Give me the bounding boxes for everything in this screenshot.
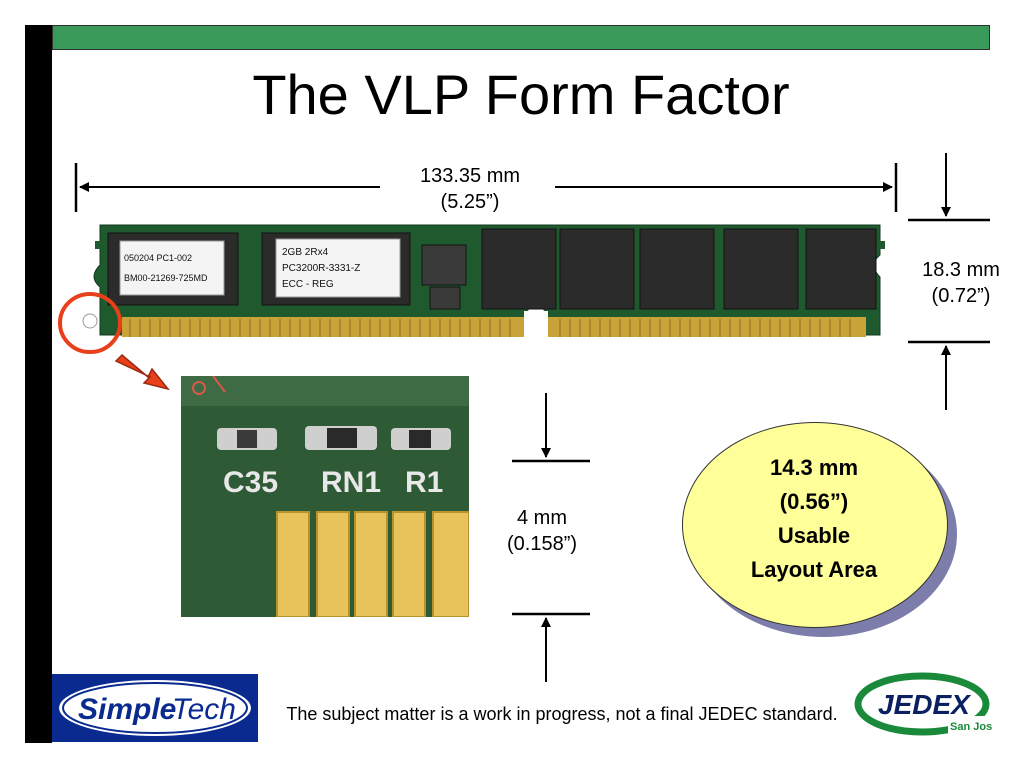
label1-line2: BM00-21269-725MD <box>124 273 208 283</box>
highlight-arrow-icon <box>114 353 170 391</box>
height-dimension-label: 18.3 mm (0.72”) <box>902 257 1020 309</box>
callout-line-4: Layout Area <box>750 557 878 582</box>
pad-inch: (0.158”) <box>506 533 578 555</box>
closeup-gold-pads <box>276 511 469 617</box>
slide-title: The VLP Form Factor <box>252 63 790 126</box>
gold-contacts <box>122 317 866 337</box>
height-inch: (0.72”) <box>931 285 991 307</box>
memory-module-image: 050204 PC1-002 BM00-21269-725MD 2GB 2Rx4… <box>82 224 885 341</box>
usable-area-callout <box>682 422 948 628</box>
jedex-name: JEDEX <box>878 689 972 720</box>
pad-dimension-label: 4 mm (0.158”) <box>478 505 606 557</box>
callout-line-1: 14.3 mm <box>769 455 859 480</box>
callout-line-2: (0.56”) <box>779 489 849 514</box>
usable-area-text: 14.3 mm (0.56”) Usable Layout Area <box>690 451 938 587</box>
jedex-sub: San Jose <box>950 721 992 733</box>
jedex-logo: JEDEX San Jose <box>852 670 998 742</box>
top-accent-bar <box>52 25 990 50</box>
simpletech-part2: Tech <box>172 693 236 726</box>
width-dimension-label: 133.35 mm (5.25”) <box>380 163 560 215</box>
label2-line1: 2GB 2Rx4 <box>282 247 329 258</box>
height-mm: 18.3 mm <box>922 259 1000 281</box>
simpletech-logo: Simple Tech <box>52 674 258 742</box>
pad-mm: 4 mm <box>517 507 567 529</box>
width-inch: (5.25”) <box>440 191 500 213</box>
simpletech-part1: Simple <box>78 693 176 726</box>
label2-line2: PC3200R-3331-Z <box>282 263 360 274</box>
closeup-c35: C35 <box>223 466 278 499</box>
left-accent-bar <box>25 25 52 743</box>
label2-line3: ECC - REG <box>282 279 334 290</box>
highlight-circle <box>58 292 122 354</box>
callout-line-3: Usable <box>777 523 851 548</box>
highlight-callout <box>58 292 170 391</box>
label1-line1: 050204 PC1-002 <box>124 253 192 263</box>
footer-note: The subject matter is a work in progress… <box>286 704 838 724</box>
closeup-rn1: RN1 <box>321 466 381 499</box>
closeup-r1: R1 <box>405 466 443 499</box>
closeup-photo: C35 RN1 R1 <box>181 376 469 617</box>
width-mm: 133.35 mm <box>419 165 521 187</box>
